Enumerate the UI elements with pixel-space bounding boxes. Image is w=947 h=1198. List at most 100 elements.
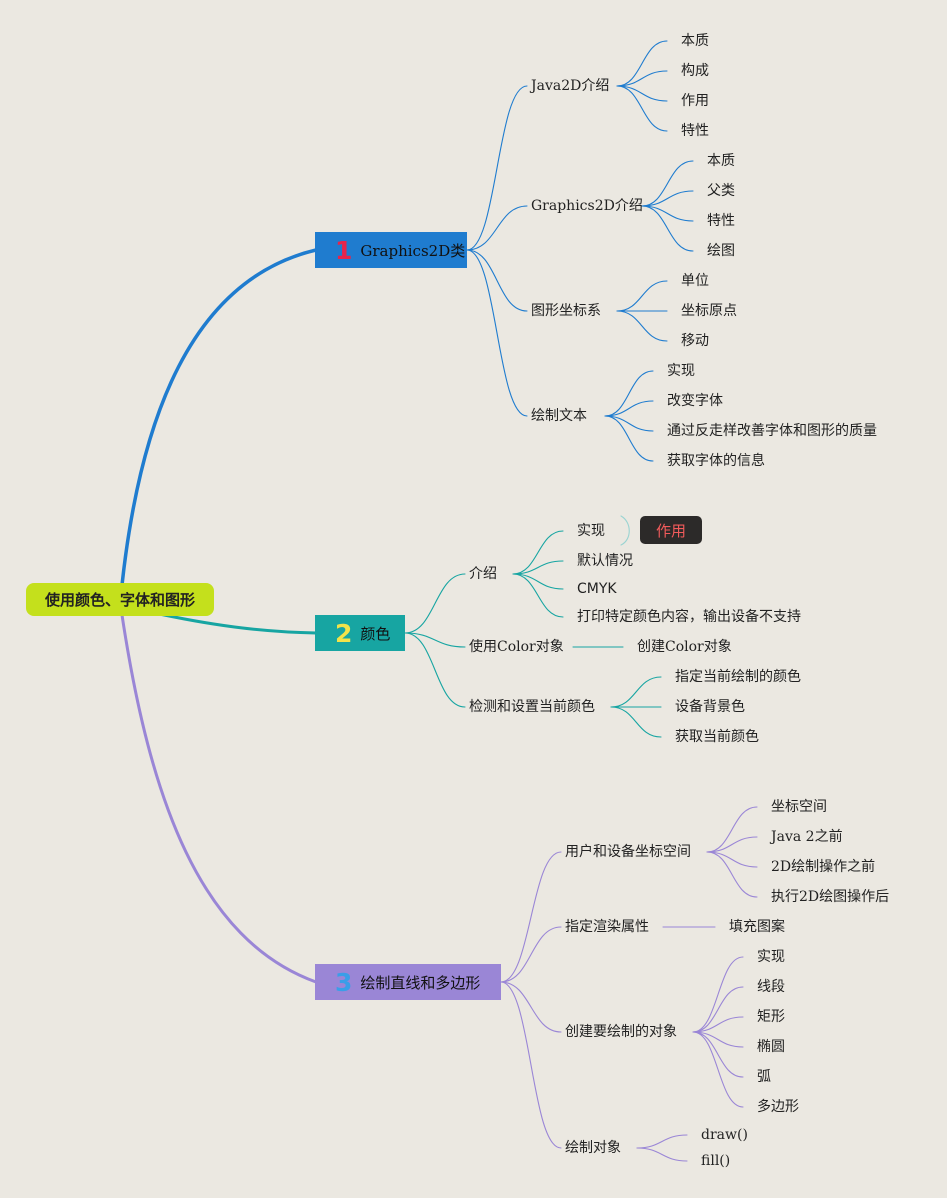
leaf-item[interactable]: 本质	[681, 33, 709, 49]
leaf-item[interactable]: 绘图	[707, 243, 735, 259]
connector-line	[692, 1031, 744, 1108]
connector-line	[500, 981, 562, 1149]
connector-line	[604, 415, 654, 432]
branch-number-badge: 1	[335, 235, 353, 265]
leaf-item[interactable]: 默认情况	[577, 553, 633, 569]
topic-color-intro[interactable]: 介绍	[469, 566, 497, 582]
leaf-item[interactable]: 坐标原点	[681, 303, 737, 319]
connector-line	[604, 415, 654, 462]
branch-label: Graphics2D类	[360, 241, 466, 260]
connector-line	[616, 40, 668, 87]
connector-line	[616, 85, 668, 132]
connector-line	[692, 1031, 744, 1078]
topic-detect-set-color[interactable]: 检测和设置当前颜色	[469, 699, 595, 715]
connector-line	[692, 1016, 744, 1033]
leaf-item[interactable]: 获取当前颜色	[675, 729, 759, 745]
connector-line	[636, 1147, 688, 1162]
leaf-item[interactable]: 设备背景色	[675, 699, 745, 715]
leaf-item[interactable]: 实现	[577, 523, 605, 539]
topic-create-objects[interactable]: 创建要绘制的对象	[565, 1024, 677, 1040]
connector-line	[500, 981, 562, 1033]
connector-line	[404, 632, 466, 708]
leaf-item[interactable]: 单位	[681, 273, 709, 289]
connector-line	[692, 986, 744, 1033]
connector-line	[706, 836, 758, 853]
leaf-item[interactable]: 矩形	[757, 1009, 785, 1025]
leaf-item[interactable]: 构成	[681, 63, 709, 79]
branch-node-graphics2d[interactable]: 1 Graphics2D类	[315, 232, 467, 268]
connector-line	[604, 370, 654, 417]
leaf-item[interactable]: 弧	[757, 1069, 771, 1085]
connector-line	[692, 1031, 744, 1048]
callout-tag-label: 作用	[655, 521, 686, 540]
branch-label: 颜色	[360, 624, 391, 643]
topic-render-attributes[interactable]: 指定渲染属性	[565, 919, 649, 935]
leaf-item[interactable]: 执行2D绘图操作后	[771, 889, 890, 905]
branch-node-color[interactable]: 2 颜色	[315, 615, 405, 651]
leaf-item[interactable]: 实现	[667, 363, 695, 379]
connector-line	[641, 190, 694, 207]
branch-label: 绘制直线和多边形	[360, 973, 481, 992]
connector-line	[641, 160, 694, 207]
leaf-item[interactable]: 多边形	[757, 1099, 799, 1115]
leaf-item[interactable]: 创建Color对象	[637, 639, 732, 655]
leaf-item[interactable]: draw()	[701, 1127, 748, 1143]
connector-line	[148, 610, 318, 635]
connector-line	[616, 280, 668, 312]
leaf-item[interactable]: 填充图案	[729, 919, 785, 935]
connector-line	[512, 560, 564, 575]
topic-draw-text[interactable]: 绘制文本	[531, 408, 587, 424]
connector-line	[466, 205, 528, 251]
leaf-item[interactable]: 特性	[681, 123, 709, 139]
leaf-item[interactable]: Java 2之前	[771, 829, 843, 845]
connector-line	[616, 310, 668, 342]
leaf-item[interactable]: 实现	[757, 949, 785, 965]
connector-line	[512, 530, 564, 575]
connector-line	[512, 573, 564, 590]
topic-java2d[interactable]: Java2D介绍	[531, 78, 610, 94]
leaf-item[interactable]: 通过反走样改善字体和图形的质量	[667, 423, 877, 439]
leaf-item[interactable]: 移动	[681, 333, 709, 349]
leaf-item[interactable]: 打印特定颜色内容，输出设备不支持	[577, 609, 801, 625]
connector-line	[512, 573, 564, 618]
connector-line	[120, 613, 318, 984]
leaf-item[interactable]: 指定当前绘制的颜色	[675, 669, 801, 685]
connector-line	[404, 632, 466, 648]
leaf-item[interactable]: 改变字体	[667, 393, 723, 409]
root-node[interactable]: 使用颜色、字体和图形	[26, 583, 214, 616]
leaf-item[interactable]: 2D绘制操作之前	[771, 859, 876, 875]
leaf-item[interactable]: 椭圆	[757, 1039, 785, 1055]
connector-line	[616, 70, 668, 87]
connector-line	[641, 205, 694, 222]
connector-line	[706, 851, 758, 868]
topic-user-device-space[interactable]: 用户和设备坐标空间	[565, 844, 691, 860]
connector-line	[610, 706, 662, 738]
connector-line	[610, 676, 662, 708]
leaf-item[interactable]: 特性	[707, 213, 735, 229]
connector-line	[641, 205, 694, 252]
leaf-item[interactable]: 坐标空间	[771, 799, 827, 815]
connector-line	[616, 85, 668, 102]
connector-line	[706, 806, 758, 853]
topic-coordinate-system[interactable]: 图形坐标系	[531, 303, 601, 319]
connector-line	[620, 515, 630, 546]
callout-tag[interactable]: 作用	[640, 516, 702, 544]
leaf-item[interactable]: 本质	[707, 153, 735, 169]
leaf-item[interactable]: 线段	[757, 979, 785, 995]
leaf-item[interactable]: fill()	[701, 1153, 731, 1169]
connector-line	[120, 248, 318, 587]
topic-use-color-object[interactable]: 使用Color对象	[469, 639, 564, 655]
connector-line	[636, 1134, 688, 1149]
branch-node-lines-polygons[interactable]: 3 绘制直线和多边形	[315, 964, 501, 1000]
connector-line	[466, 85, 528, 251]
topic-draw-objects[interactable]: 绘制对象	[565, 1140, 621, 1156]
topic-graphics2d-intro[interactable]: Graphics2D介绍	[531, 198, 643, 214]
leaf-item[interactable]: 获取字体的信息	[667, 453, 765, 469]
leaf-item[interactable]: 作用	[681, 93, 709, 109]
leaf-item[interactable]: 父类	[707, 183, 735, 199]
branch-number-badge: 3	[335, 967, 353, 997]
leaf-item[interactable]: CMYK	[577, 581, 617, 597]
connector-line	[466, 249, 528, 312]
connector-line	[692, 956, 744, 1033]
